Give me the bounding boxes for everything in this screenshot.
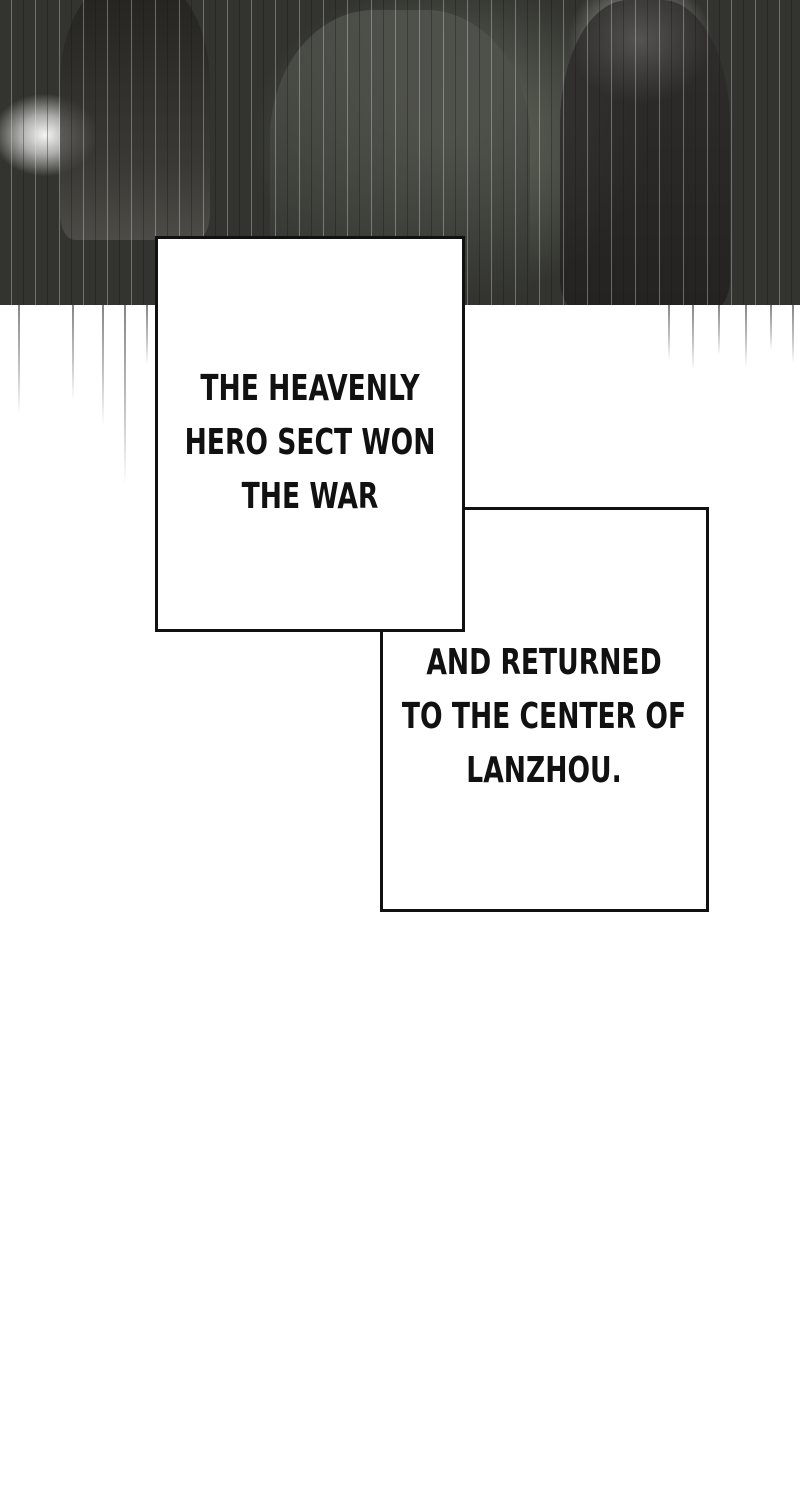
caption-line: LANZHOU. [466, 750, 622, 791]
speed-line [124, 305, 126, 485]
speed-line [668, 305, 670, 360]
speed-line [692, 305, 694, 370]
caption-text-second: AND RETURNED TO THE CENTER OF LANZHOU. [396, 636, 691, 798]
caption-line: TO THE CENTER OF [401, 696, 687, 737]
speed-line [770, 305, 772, 350]
speed-line [718, 305, 720, 355]
left-figure-silhouette [60, 0, 210, 240]
speed-line [72, 305, 74, 400]
speed-line [18, 305, 20, 415]
caption-text-first: THE HEAVENLY HERO SECT WON THE WAR [162, 362, 457, 524]
speed-line [146, 305, 148, 365]
caption-box-joint [383, 510, 462, 629]
caption-line: AND RETURNED [426, 642, 662, 683]
speed-line [745, 305, 747, 367]
right-figure-silhouette [560, 0, 730, 305]
caption-line: THE WAR [241, 476, 379, 517]
caption-line: THE HEAVENLY [200, 368, 420, 409]
speed-line [792, 305, 794, 363]
speed-line [102, 305, 104, 425]
caption-line: HERO SECT WON [184, 422, 436, 463]
